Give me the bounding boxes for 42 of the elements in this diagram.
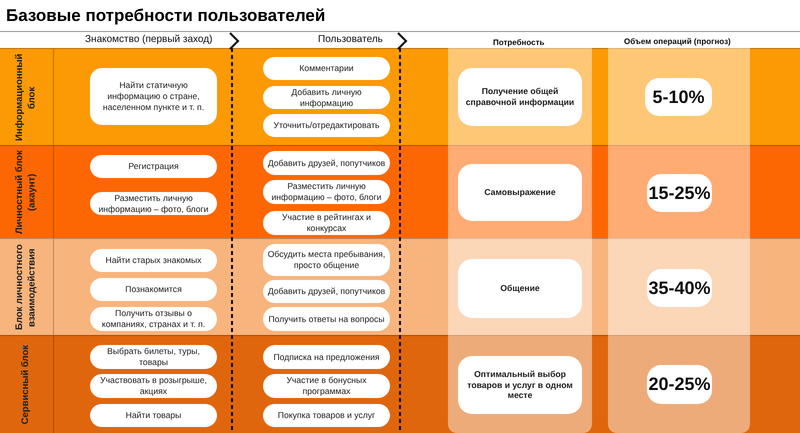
column-header: Потребность	[493, 38, 544, 47]
action-box: Добавить личную информацию	[263, 86, 390, 109]
percentage-box: 15-25%	[647, 174, 712, 212]
action-box: Добавить друзей, попутчиков	[263, 280, 390, 303]
column-header: Знакомство (первый заход)	[85, 34, 212, 45]
percentage-box: 35-40%	[647, 269, 712, 307]
action-box: Регистрация	[90, 155, 217, 178]
need-box: Самовыражение	[458, 164, 582, 221]
percentage-box: 20-25%	[647, 365, 712, 404]
action-box: Получить ответы на вопросы	[263, 307, 390, 331]
percentage-box: 5-10%	[645, 78, 712, 116]
title: Базовые потребности пользователей	[6, 6, 326, 26]
need-box: Оптимальный выбор товаров и услуг в одном месте	[458, 356, 582, 414]
action-box: Найти старых знакомых	[90, 249, 217, 272]
need-box: Общение	[458, 259, 582, 318]
action-box: Найти товары	[90, 404, 217, 427]
need-box: Получение общей справочной информации	[458, 68, 582, 126]
action-box: Разместить личную информацию – фото, блоги	[90, 192, 217, 215]
action-box: Подписка на предложения	[263, 345, 390, 369]
action-box: Участие в бонусных программах	[263, 374, 390, 398]
action-box: Обсудить места пребывания, просто общение	[263, 244, 390, 276]
action-box: Разместить личную информацию – фото, блоги	[263, 180, 390, 204]
action-box: Участие в рейтингах и конкурсах	[263, 211, 390, 235]
action-box: Покупка товаров и услуг	[263, 404, 390, 427]
action-box: Получить отзывы о компаниях, странах и т. п.	[90, 307, 217, 331]
row-heading: Информационный блок	[14, 52, 38, 144]
row-band	[0, 48, 800, 145]
action-box: Добавить друзей, попутчиков	[263, 151, 390, 175]
action-box: Выбрать билеты, туры, товары	[90, 345, 217, 369]
row-heading: Блок личностного взаимодействия	[14, 244, 38, 332]
action-box: Познакомится	[90, 278, 217, 301]
row-heading: Сервисный блок	[20, 345, 32, 425]
action-box: Комментарии	[263, 57, 390, 80]
row-band	[0, 145, 800, 238]
action-box: Участвовать в розыгрыше, акциях	[90, 374, 217, 398]
column-header: Пользователь	[318, 34, 383, 45]
column-header: Объем операций (прогноз)	[624, 37, 731, 46]
action-box: Найти статичную информацию о стране, населенном пункте и т. п.	[90, 68, 217, 125]
row-heading: Личностный блок (акаунт)	[14, 149, 38, 236]
row-band	[0, 238, 800, 335]
action-box: Уточнить/отредактировать	[263, 114, 390, 137]
row-band	[0, 335, 800, 433]
